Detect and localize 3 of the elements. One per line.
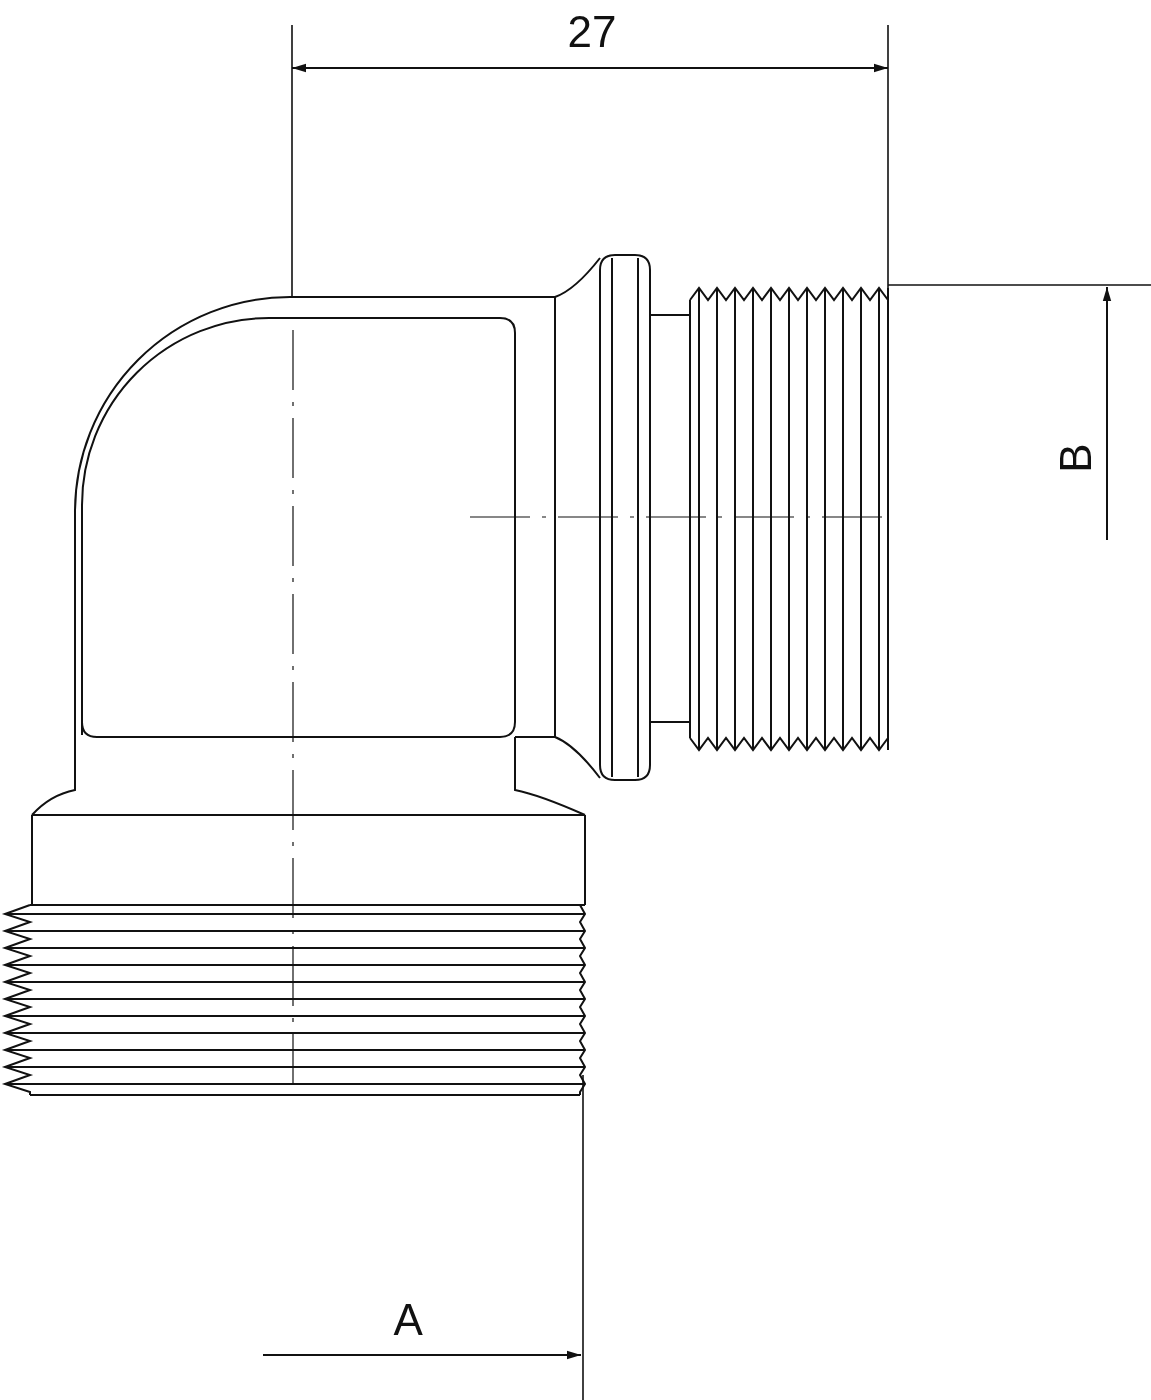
- dimension-label: B: [1053, 443, 1098, 473]
- dimension-label: 27: [567, 10, 617, 54]
- dimension-label: A: [393, 1298, 423, 1342]
